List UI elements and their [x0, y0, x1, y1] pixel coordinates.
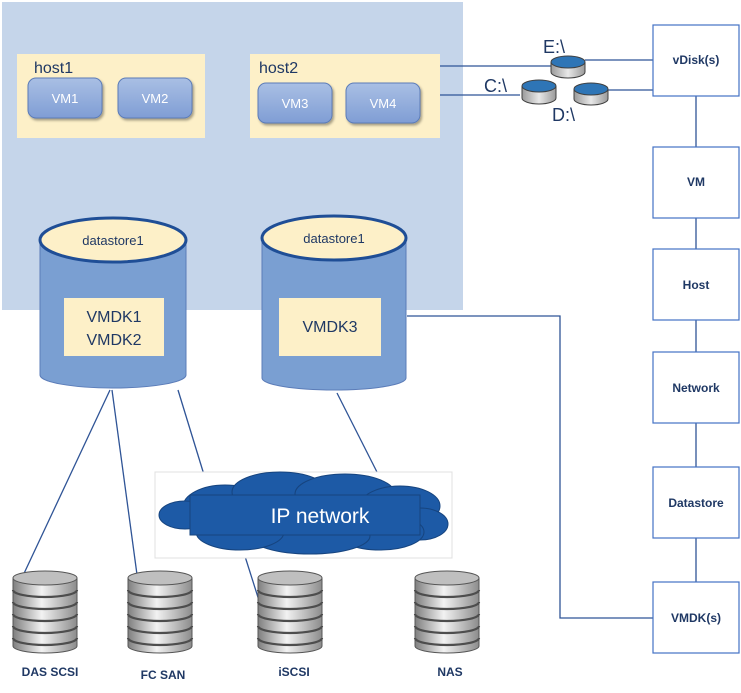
datastore-right[interactable]: datastore1 VMDK3 [260, 214, 408, 391]
stack-label-vm: VM [687, 175, 705, 189]
ip-network-label: IP network [271, 505, 370, 528]
datastore-left-label: datastore1 [82, 233, 143, 248]
drive-d-label: D:\ [552, 105, 575, 125]
das-scsi-label: DAS SCSI [22, 665, 79, 679]
drive-c-label: C:\ [484, 76, 507, 96]
stack-label-host: Host [683, 278, 710, 292]
host2-label: host2 [259, 60, 298, 77]
host1-box: host1 VM1 VM2 [17, 54, 205, 138]
drive-c-icon [521, 79, 557, 105]
stack-box-datastore[interactable] [652, 466, 740, 539]
vm2[interactable]: VM2 [117, 77, 193, 119]
vm4[interactable]: VM4 [345, 82, 421, 124]
vmdk2-label: VMDK2 [86, 332, 141, 349]
stack-label-datastore: Datastore [668, 496, 724, 510]
connection-lines [19, 59, 697, 619]
vmdk1-label: VMDK1 [86, 309, 141, 326]
stack-label-vdisk: vDisk(s) [673, 53, 720, 67]
drive-e-icon [550, 55, 586, 79]
stack-box-network[interactable] [652, 351, 740, 424]
vmdk-box-left [64, 298, 164, 356]
drive-d-icon [573, 82, 609, 106]
iscsi-label: iSCSI [278, 665, 309, 679]
vm1[interactable]: VM1 [27, 77, 103, 119]
layer-stack-labels: vDisk(s) VM Host Network Datastore VMDK(… [668, 53, 724, 625]
layer-stack [652, 24, 740, 654]
vm3-label: VM3 [282, 96, 309, 111]
fc-san-label: FC SAN [141, 668, 186, 682]
vmdk3-label: VMDK3 [302, 319, 357, 336]
stack-label-network: Network [672, 381, 720, 395]
vm2-label: VM2 [142, 91, 169, 106]
nas-label: NAS [437, 665, 462, 679]
vm1-label: VM1 [52, 91, 79, 106]
nas-disk-icon[interactable] [413, 570, 481, 654]
host1-label: host1 [34, 60, 73, 77]
vm4-label: VM4 [370, 96, 397, 111]
vmdk-box-right [279, 298, 381, 356]
stack-box-host[interactable] [652, 248, 740, 321]
fc-san-disk-icon[interactable] [126, 570, 194, 654]
stack-box-vdisk[interactable] [652, 24, 740, 97]
das-scsi-disk-icon[interactable] [11, 570, 79, 654]
storage-devices: DAS SCSI FC SAN iSCSI NAS [11, 570, 481, 682]
stack-box-vm[interactable] [652, 146, 740, 219]
iscsi-disk-icon[interactable] [256, 570, 324, 654]
ip-network-cloud[interactable]: IP network [154, 471, 453, 559]
drive-e-label: E:\ [543, 37, 565, 57]
stack-box-vmdk[interactable] [652, 581, 740, 654]
datastore-right-label: datastore1 [303, 231, 364, 246]
vm3[interactable]: VM3 [257, 82, 333, 124]
datastore-left[interactable]: datastore1 VMDK1 VMDK2 [38, 216, 188, 389]
stack-label-vmdk: VMDK(s) [671, 611, 721, 625]
host2-box: host2 VM3 VM4 [250, 54, 440, 138]
